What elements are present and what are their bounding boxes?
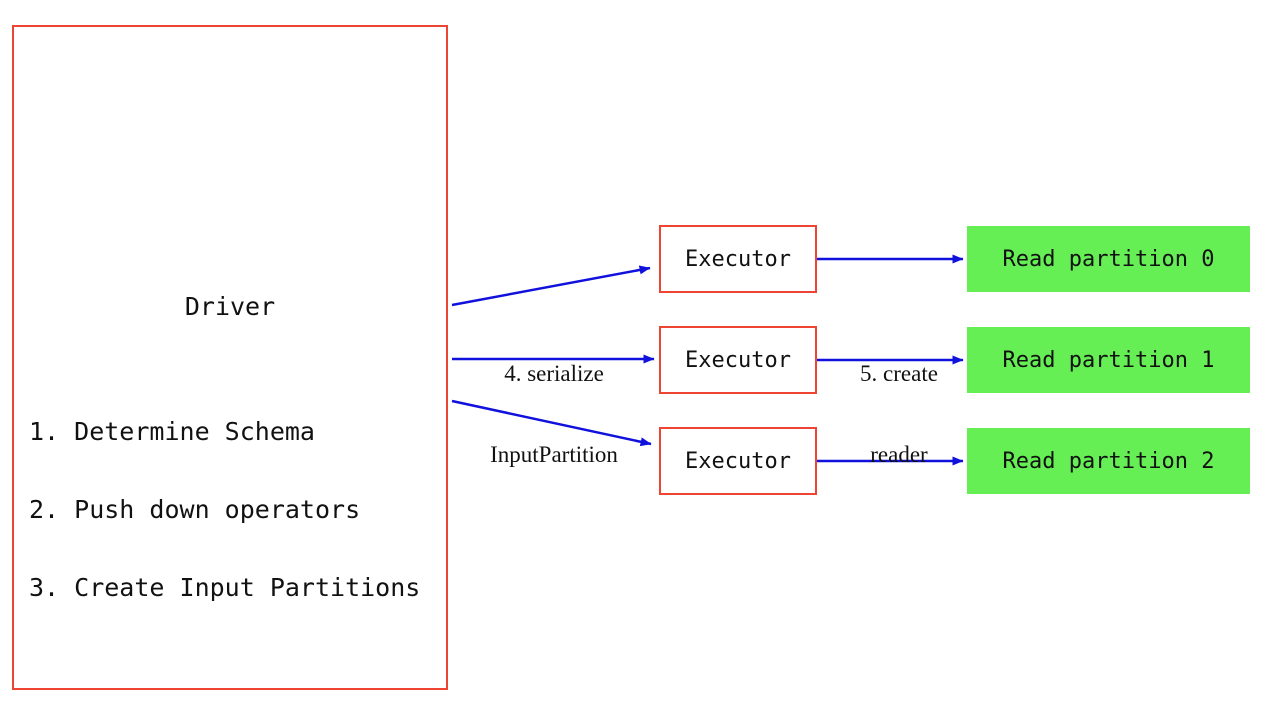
driver-title: Driver xyxy=(184,292,276,321)
driver-steps-list: 1. Determine Schema 2. Push down operato… xyxy=(29,367,420,653)
read-partition-box-0: Read partition 0 xyxy=(967,226,1250,292)
driver-step-1: 1. Determine Schema xyxy=(29,417,315,446)
executor-box-3: Executor xyxy=(659,427,817,495)
arrow-label-create-reader: 5. create reader xyxy=(824,306,974,522)
arrow-label-create-reader-line-1: 5. create xyxy=(860,361,938,386)
driver-box: Driver 1. Determine Schema 2. Push down … xyxy=(12,25,448,690)
driver-step-2: 2. Push down operators xyxy=(29,495,361,524)
read-partition-box-2: Read partition 2 xyxy=(967,428,1250,494)
executor-box-1: Executor xyxy=(659,225,817,293)
arrow-driver-to-executor-1 xyxy=(451,265,651,307)
executor-box-2: Executor xyxy=(659,326,817,394)
arrow-label-create-reader-line-2: reader xyxy=(870,442,928,467)
arrow-label-serialize-input-partition: 4. serialize InputPartition xyxy=(459,306,649,522)
driver-step-3: 3. Create Input Partitions xyxy=(29,573,421,602)
arrow-label-serialize-line-1: 4. serialize xyxy=(504,361,604,386)
arrow-label-serialize-line-2: InputPartition xyxy=(490,442,618,467)
read-partition-box-1: Read partition 1 xyxy=(967,327,1250,393)
